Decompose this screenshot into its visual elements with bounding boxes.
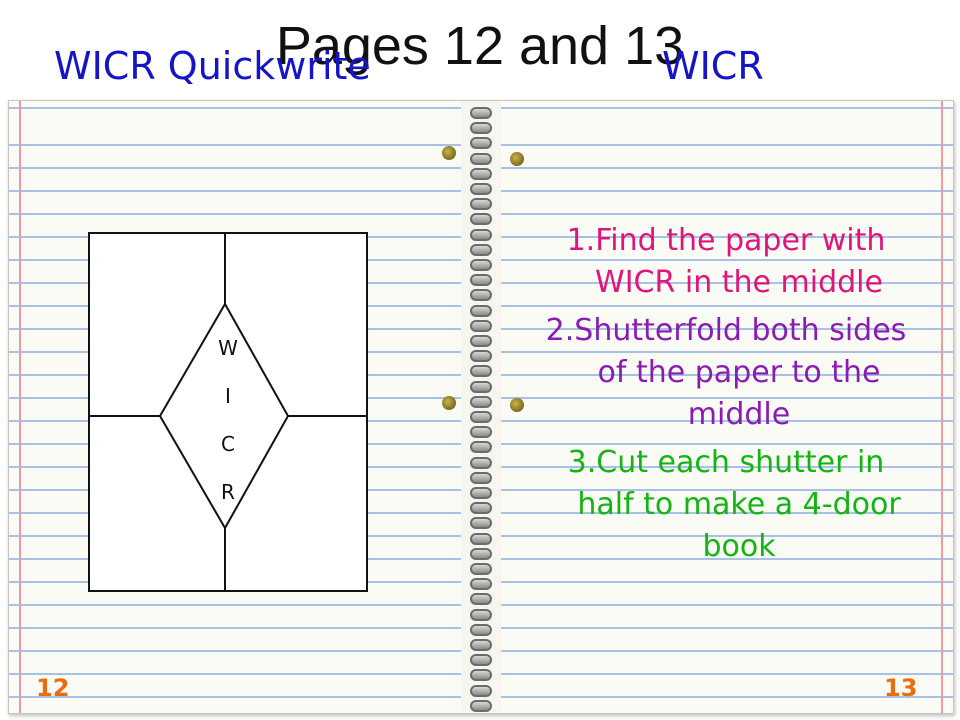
diagram-letter-r: R [221, 480, 235, 504]
right-margin-line [941, 101, 943, 713]
step-2: 2.Shutterfold both sides of the paper to… [545, 313, 907, 432]
slide-title: Pages 12 and 13 [275, 16, 685, 76]
spiral-coil [470, 684, 492, 697]
spiral-coil [470, 107, 492, 119]
spiral-coil [470, 183, 492, 195]
diagram-letter-w: W [218, 336, 238, 360]
spiral-coil [470, 335, 492, 347]
spiral-coil [470, 152, 492, 165]
spiral-coil [470, 578, 492, 591]
diagram-letter-c: C [221, 432, 235, 456]
diagram-lines [88, 232, 368, 592]
spiral-coil [470, 608, 492, 621]
spiral-coil [470, 259, 492, 271]
spiral-coil [470, 623, 492, 636]
step-3: 3.Cut each shutter in half to make a 4-d… [567, 445, 901, 564]
binder-hole [442, 146, 456, 160]
binder-hole [510, 152, 524, 166]
step-1: 1.Find the paper with WICR in the middle [566, 223, 886, 300]
spiral-coil [470, 563, 492, 575]
spiral-coil [470, 395, 492, 408]
spiral-coil [470, 639, 492, 651]
spiral-coil [470, 380, 492, 393]
spiral-coil [470, 350, 492, 363]
left-page [9, 101, 461, 713]
spiral-coil [470, 426, 492, 439]
spiral-coil [470, 274, 492, 287]
left-page-number: 12 [36, 674, 70, 702]
spiral-coil [470, 122, 492, 135]
spiral-coil [470, 471, 492, 484]
right-page-number: 13 [884, 674, 918, 702]
spiral-coil [470, 198, 492, 211]
diagram-letter-i: I [225, 384, 231, 408]
right-page [501, 101, 953, 713]
diagram-diamond [158, 301, 290, 531]
spiral-coil [470, 365, 492, 378]
spiral-coil [470, 517, 492, 530]
spiral-coil [470, 547, 492, 560]
left-page-heading: WICR Quickwrite [54, 44, 371, 88]
instruction-steps: 1.Find the paper with WICR in the middle… [540, 220, 912, 574]
spiral-coil [470, 456, 492, 469]
four-door-book-diagram: W I C R [88, 232, 368, 592]
spiral-coil [470, 441, 492, 454]
spiral-coil [470, 243, 492, 256]
spiral-coil [470, 699, 492, 712]
binder-hole [442, 396, 456, 410]
spiral-coil [470, 167, 492, 180]
spiral-coil [470, 502, 492, 515]
left-margin-line [19, 101, 21, 713]
spiral-coil [470, 304, 492, 317]
right-page-heading: WICR [662, 44, 764, 88]
spiral-coil [470, 532, 492, 545]
spiral-coil [470, 319, 492, 332]
spiral-coil [470, 228, 492, 241]
spiral-coil [470, 289, 492, 302]
spiral-coil [470, 487, 492, 499]
spiral-coil [470, 411, 492, 423]
spiral-binding [461, 101, 501, 713]
spiral-coil [470, 213, 492, 226]
binder-hole [510, 398, 524, 412]
spiral-coil [470, 669, 492, 682]
spiral-coil [470, 654, 492, 667]
spiral-coil [470, 137, 492, 150]
notebook-spread [8, 100, 954, 714]
spiral-coil [470, 593, 492, 606]
